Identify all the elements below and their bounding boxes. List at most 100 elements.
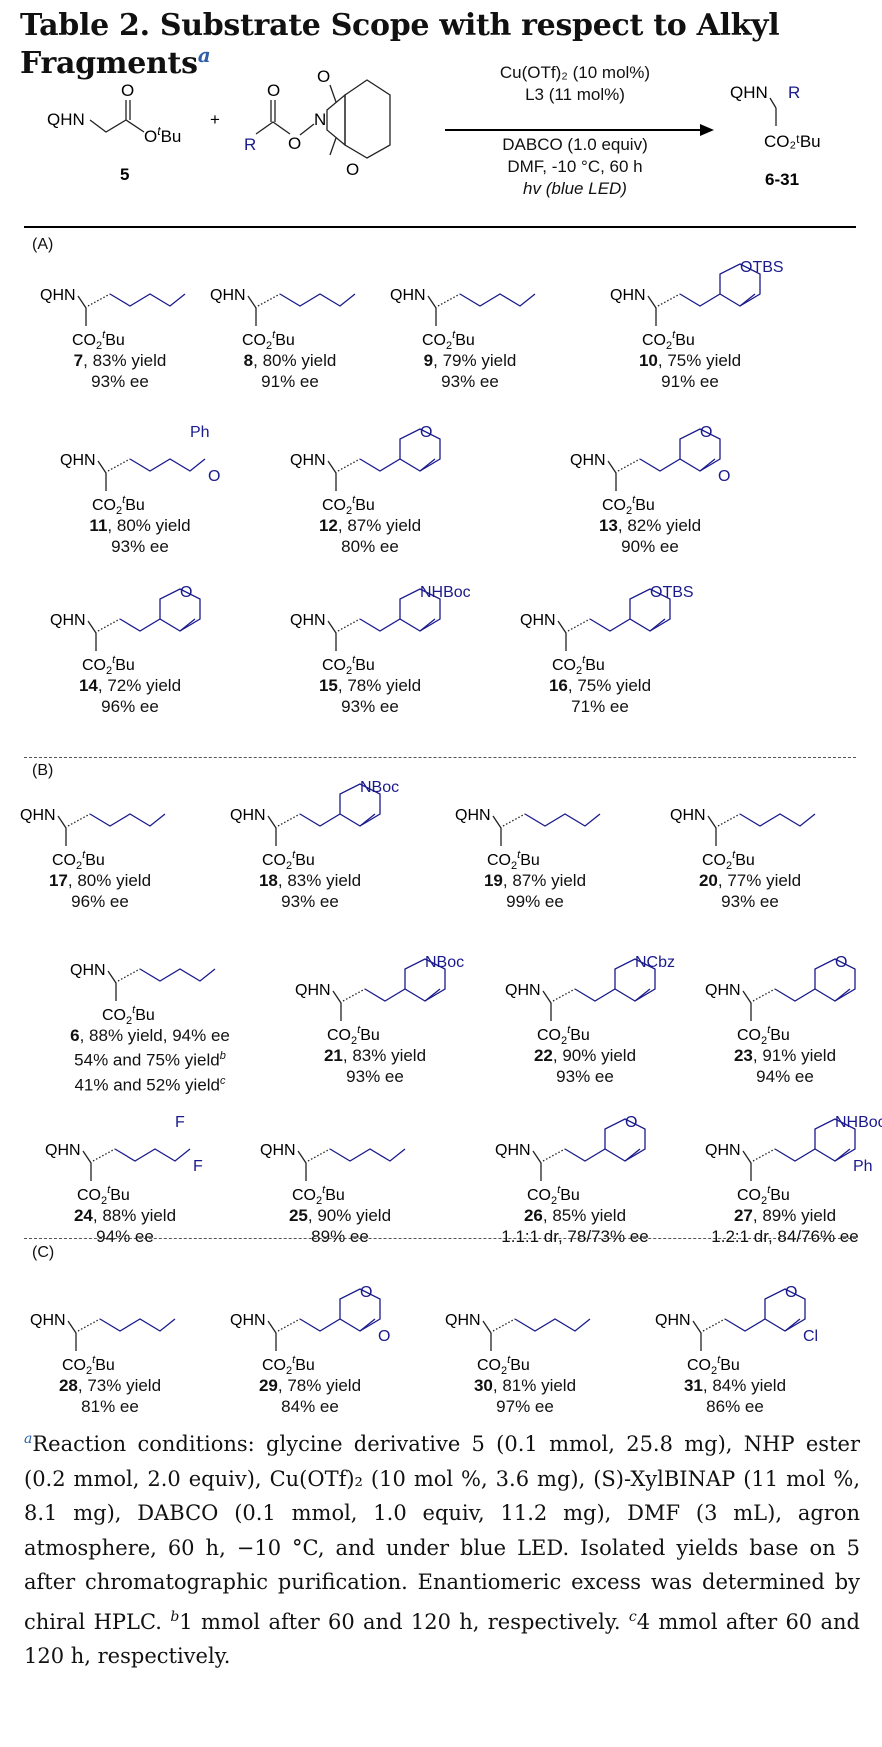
reactant1-amine: QHN: [47, 110, 85, 129]
substituent-label: O: [835, 954, 847, 971]
substituent-label-2: Cl: [803, 1328, 818, 1345]
yield-line: 17, 80% yield: [48, 871, 152, 890]
compound-number: 28: [58, 1376, 78, 1395]
ester-label: CO2tBu: [527, 1184, 580, 1205]
yield-line: 30, 81% yield: [473, 1376, 577, 1395]
yield: 90% yield: [562, 1046, 637, 1065]
ee-line: 1.1:1 dr, 78/73% ee: [465, 1226, 685, 1247]
amine-label: QHN: [30, 1312, 66, 1329]
compound-number: 12: [318, 516, 338, 535]
divider-b-c: [24, 1238, 856, 1239]
ester-label: CO2tBu: [487, 849, 540, 870]
ester-label: CO2tBu: [62, 1354, 115, 1375]
ee-line: 86% ee: [625, 1396, 845, 1417]
ee: 91% ee: [661, 372, 719, 391]
amine-label: QHN: [40, 287, 76, 304]
substituent-label: NBoc: [425, 954, 464, 971]
yield: 87% yield: [347, 516, 422, 535]
compound-number: 15: [318, 676, 338, 695]
ee: 71% ee: [571, 697, 629, 716]
compound-result: 23, 91% yield 94% ee: [675, 1045, 882, 1087]
footnote-ref: b: [219, 1050, 226, 1062]
yield-line: 13, 82% yield: [598, 516, 702, 535]
ee-line: 97% ee: [415, 1396, 635, 1417]
yield: 90% yield: [317, 1206, 392, 1225]
ee: 80% ee: [341, 537, 399, 556]
yield: 88% yield, 94% ee: [89, 1026, 230, 1045]
reaction-scheme: QHN O OtBu 5 + R O O N O O QHN R CO₂ᵗBu …: [0, 50, 882, 225]
amine-label: QHN: [520, 612, 556, 629]
amine-label: QHN: [260, 1142, 296, 1159]
amine-label: QHN: [290, 452, 326, 469]
ee-line: 96% ee: [0, 891, 210, 912]
amine-label: QHN: [210, 287, 246, 304]
substituent-label: O: [700, 424, 712, 441]
compound-number: 11: [89, 516, 108, 535]
compound-result: 11, 80% yield 93% ee: [30, 515, 250, 557]
ee-line: 99% ee: [425, 891, 645, 912]
amine-label: QHN: [655, 1312, 691, 1329]
product-number: 6-31: [765, 170, 799, 189]
compound-result: 31, 84% yield 86% ee: [625, 1375, 845, 1417]
note: 41% and 52% yield: [74, 1075, 221, 1095]
yield: 83% yield: [287, 871, 362, 890]
ee: 96% ee: [71, 892, 129, 911]
ee-line: 93% ee: [10, 371, 230, 392]
compound-number: 27: [733, 1206, 753, 1225]
ee-line: 93% ee: [475, 1066, 695, 1087]
compound-result: 13, 82% yield 90% ee: [540, 515, 760, 557]
ee-line: 93% ee: [260, 696, 480, 717]
compound-number: 18: [258, 871, 278, 890]
compound-result: 6, 88% yield, 94% ee 54% and 75% yieldb …: [40, 1025, 260, 1095]
amine-label: QHN: [610, 287, 646, 304]
ee: 94% ee: [96, 1227, 154, 1246]
substituent-label-2: Ph: [853, 1158, 873, 1175]
yield: 91% yield: [762, 1046, 837, 1065]
compound-number: 31: [683, 1376, 703, 1395]
amine-label: QHN: [60, 452, 96, 469]
yield-line: 6, 88% yield, 94% ee: [70, 1026, 230, 1045]
compound-result: 15, 78% yield 93% ee: [260, 675, 480, 717]
yield-line: 9, 79% yield: [423, 351, 517, 370]
section-b-label: (B): [32, 762, 54, 779]
ee: 93% ee: [91, 372, 149, 391]
yield: 82% yield: [627, 516, 702, 535]
substituent-label: OTBS: [740, 259, 784, 276]
ee: 97% ee: [496, 1397, 554, 1416]
ee-line: 93% ee: [360, 371, 580, 392]
yield-line: 8, 80% yield: [243, 351, 337, 370]
ee: 96% ee: [101, 697, 159, 716]
conditions-above: Cu(OTf)₂ (10 mol%) L3 (11 mol%): [450, 62, 700, 106]
amine-label: QHN: [20, 807, 56, 824]
yield-line: 12, 87% yield: [318, 516, 422, 535]
footnote-b: 1 mmol after 60 and 120 h, respectively.: [179, 1609, 621, 1634]
compound-result: 22, 90% yield 93% ee: [475, 1045, 695, 1087]
compound-number: 29: [258, 1376, 278, 1395]
ester-label: CO2tBu: [77, 1184, 130, 1205]
yield-line: 31, 84% yield: [683, 1376, 787, 1395]
yield-line: 27, 89% yield: [733, 1206, 837, 1225]
reactant2-imide-o1: O: [317, 67, 330, 86]
ee-line: 80% ee: [260, 536, 480, 557]
amine-label: QHN: [390, 287, 426, 304]
compound-number: 16: [548, 676, 568, 695]
product-amine: QHN: [730, 83, 768, 102]
compound-result: 30, 81% yield 97% ee: [415, 1375, 635, 1417]
compound-number: 20: [698, 871, 718, 890]
substituent-label-2: O: [208, 468, 220, 485]
compound-result: 19, 87% yield 99% ee: [425, 870, 645, 912]
substituent-label: O: [180, 584, 192, 601]
compound-number: 9: [423, 351, 434, 370]
yield: 80% yield: [116, 516, 191, 535]
